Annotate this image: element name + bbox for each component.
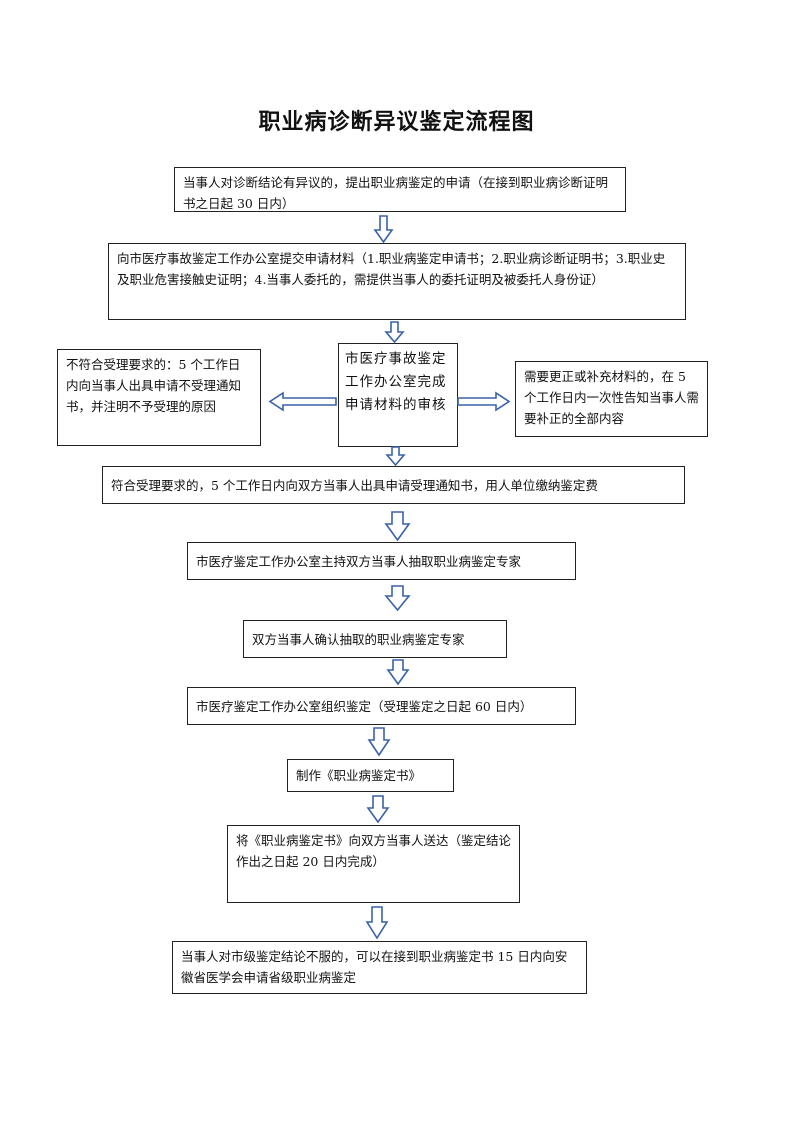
arrow-down-2 [384, 321, 405, 344]
step-accepted: 符合受理要求的，5 个工作日内向双方当事人出具申请受理通知书，用人单位缴纳鉴定费 [102, 466, 685, 504]
arrow-left [268, 391, 337, 412]
arrow-down-6 [386, 659, 410, 686]
arrow-down-7 [367, 727, 391, 757]
arrow-down-5 [384, 585, 411, 612]
arrow-down-9 [365, 906, 389, 940]
step-provincial-appeal: 当事人对市级鉴定结论不服的，可以在接到职业病鉴定书 15 日内向安徽省医学会申请… [172, 941, 587, 994]
arrow-down-3 [385, 446, 406, 467]
step-submit-materials-text: 向市医疗事故鉴定工作办公室提交申请材料（1.职业病鉴定申请书；2.职业病诊断证明… [117, 251, 666, 287]
step-organize-appraisal: 市医疗鉴定工作办公室组织鉴定（受理鉴定之日起 60 日内） [187, 687, 576, 725]
arrow-down-8 [366, 795, 390, 824]
step-not-accepted-text: 不符合受理要求的：5 个工作日内向当事人出具申请不受理通知书，并注明不予受理的原… [66, 357, 242, 414]
step-confirm-experts: 双方当事人确认抽取的职业病鉴定专家 [243, 620, 507, 658]
step-review-text: 市医疗事故鉴定工作办公室完成申请材料的审核 [345, 351, 447, 413]
step-deliver-report: 将《职业病鉴定书》向双方当事人送达（鉴定结论作出之日起 20 日内完成） [227, 825, 520, 903]
page-title: 职业病诊断异议鉴定流程图 [258, 110, 535, 135]
step-confirm-experts-text: 双方当事人确认抽取的职业病鉴定专家 [252, 631, 465, 647]
step-select-experts: 市医疗鉴定工作办公室主持双方当事人抽取职业病鉴定专家 [187, 542, 576, 580]
step-select-experts-text: 市医疗鉴定工作办公室主持双方当事人抽取职业病鉴定专家 [196, 553, 522, 569]
arrow-down-1 [373, 215, 394, 244]
step-supplement-text: 需要更正或补充材料的，在 5 个工作日内一次性告知当事人需要补正的全部内容 [524, 369, 700, 426]
arrow-right [457, 391, 511, 412]
step-apply-objection: 当事人对诊断结论有异议的，提出职业病鉴定的申请（在接到职业病诊断证明书之日起 3… [174, 167, 626, 212]
step-apply-objection-text: 当事人对诊断结论有异议的，提出职业病鉴定的申请（在接到职业病诊断证明书之日起 3… [183, 175, 609, 211]
step-review: 市医疗事故鉴定工作办公室完成申请材料的审核 [338, 343, 458, 447]
step-submit-materials: 向市医疗事故鉴定工作办公室提交申请材料（1.职业病鉴定申请书；2.职业病诊断证明… [108, 243, 686, 320]
step-make-report-text: 制作《职业病鉴定书》 [296, 768, 422, 783]
step-provincial-appeal-text: 当事人对市级鉴定结论不服的，可以在接到职业病鉴定书 15 日内向安徽省医学会申请… [181, 949, 568, 985]
step-supplement: 需要更正或补充材料的，在 5 个工作日内一次性告知当事人需要补正的全部内容 [515, 361, 708, 437]
step-organize-appraisal-text: 市医疗鉴定工作办公室组织鉴定（受理鉴定之日起 60 日内） [196, 698, 533, 714]
step-accepted-text: 符合受理要求的，5 个工作日内向双方当事人出具申请受理通知书，用人单位缴纳鉴定费 [111, 477, 598, 493]
step-not-accepted: 不符合受理要求的：5 个工作日内向当事人出具申请不受理通知书，并注明不予受理的原… [57, 349, 261, 446]
arrow-down-4 [384, 511, 411, 542]
step-make-report: 制作《职业病鉴定书》 [287, 759, 454, 792]
step-deliver-report-text: 将《职业病鉴定书》向双方当事人送达（鉴定结论作出之日起 20 日内完成） [236, 833, 512, 869]
